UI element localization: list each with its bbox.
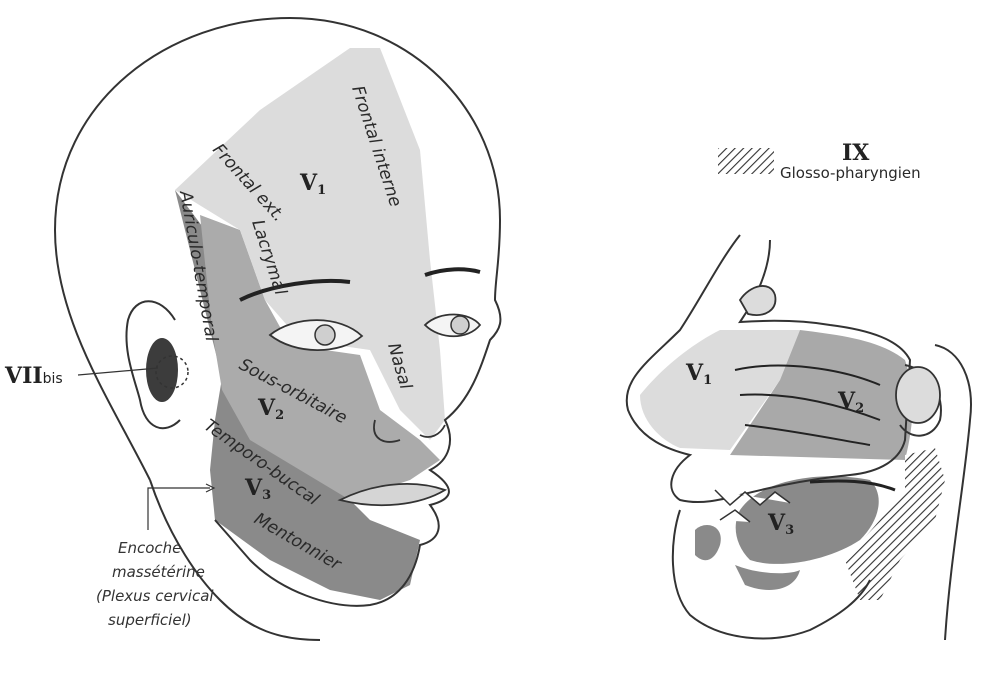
vii-bis-leader — [78, 368, 158, 375]
encoche-leader — [148, 488, 210, 530]
caption-line-4: superficiel) — [108, 611, 192, 629]
vii-bis-zone — [146, 338, 178, 402]
sagittal-v3-lower — [735, 565, 800, 590]
frontal-sinus — [740, 286, 775, 315]
caption-line-2: massétérine — [112, 563, 205, 581]
right-eyebrow — [425, 269, 480, 275]
right-iris — [451, 316, 469, 334]
caption-line-3: (Plexus cervical — [96, 587, 214, 605]
caption-line-1: Encoche — [118, 539, 181, 557]
sagittal-v3-lip — [695, 525, 721, 560]
face-diagram: V1 V2 V3 Frontal interne Frontal ext. La… — [4, 18, 500, 640]
left-iris — [315, 325, 335, 345]
sagittal-diagram: IX Glosso-pharyngien V1 V2 V3 — [627, 140, 971, 640]
ix-numeral: IX — [842, 140, 870, 166]
vii-bis-label: VIIbis — [4, 363, 63, 389]
sphenoid-sinus — [896, 367, 940, 423]
ix-hatch-swatch — [718, 148, 774, 174]
ix-legend-label: Glosso-pharyngien — [780, 164, 921, 182]
